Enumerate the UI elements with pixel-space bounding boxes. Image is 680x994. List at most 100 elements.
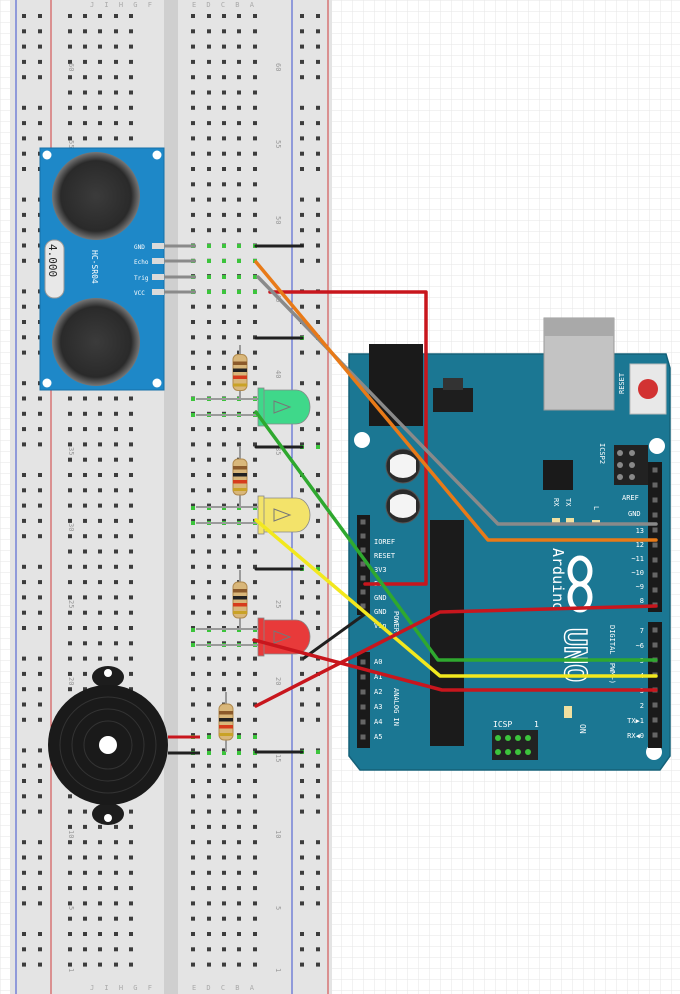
arduino-model-label: UNO bbox=[557, 628, 592, 682]
breadboard-hole bbox=[253, 427, 257, 432]
breadboard-hole bbox=[207, 518, 211, 523]
sensor-pin-label: VCC bbox=[134, 290, 145, 297]
breadboard-hole bbox=[191, 763, 195, 768]
reset-button[interactable] bbox=[638, 379, 658, 399]
icsp-pin bbox=[495, 735, 501, 741]
breadboard-hole bbox=[253, 121, 257, 126]
rail-hole bbox=[38, 411, 42, 416]
rail-hole bbox=[22, 947, 26, 952]
analog-pin-label: A3 bbox=[374, 703, 382, 711]
breadboard-hole bbox=[129, 136, 133, 141]
rail-hole bbox=[22, 488, 26, 493]
rail-hole bbox=[38, 809, 42, 814]
breadboard-hole bbox=[253, 442, 257, 447]
resistor-band bbox=[233, 375, 247, 379]
breadboard-hole bbox=[68, 947, 72, 952]
breadboard-hole bbox=[191, 75, 195, 80]
rail-hole bbox=[38, 947, 42, 952]
breadboard-hole bbox=[253, 840, 257, 845]
breadboard-hole bbox=[114, 564, 118, 569]
breadboard-hole bbox=[253, 75, 257, 80]
breadboard-hole bbox=[237, 335, 241, 340]
sensor-pin bbox=[152, 243, 164, 249]
breadboard-hole bbox=[191, 794, 195, 799]
rail-hole bbox=[22, 932, 26, 936]
breadboard-hole bbox=[191, 886, 195, 891]
breadboard-hole bbox=[68, 916, 72, 921]
breadboard-hole bbox=[129, 840, 133, 845]
breadboard-hole bbox=[237, 182, 241, 187]
occupied-rail-hole bbox=[316, 567, 320, 571]
breadboard-hole bbox=[129, 870, 133, 875]
rail-hole bbox=[22, 518, 26, 523]
digital-pin-label: 7 bbox=[640, 627, 644, 635]
power-header-pin bbox=[360, 547, 366, 553]
rail-hole bbox=[316, 167, 320, 171]
occupied-hole bbox=[191, 506, 195, 510]
breadboard-hole bbox=[237, 14, 241, 18]
usb-connector-top bbox=[544, 318, 614, 336]
icsp2-pin bbox=[617, 474, 623, 480]
resistor-band bbox=[233, 383, 247, 387]
breadboard-hole bbox=[83, 75, 87, 80]
rail-hole bbox=[316, 304, 320, 309]
breadboard-hole bbox=[191, 350, 195, 355]
breadboard-hole bbox=[191, 167, 195, 171]
rail-hole bbox=[22, 289, 26, 294]
breadboard-hole bbox=[253, 671, 257, 676]
rail-hole bbox=[38, 626, 42, 630]
breadboard-hole bbox=[114, 488, 118, 493]
rail-hole bbox=[22, 44, 26, 49]
breadboard-hole bbox=[191, 457, 195, 462]
breadboard-hole bbox=[207, 962, 211, 967]
sensor-hole-bl bbox=[42, 378, 52, 388]
breadboard-hole bbox=[114, 473, 118, 477]
rail-hole bbox=[38, 840, 42, 845]
rail-hole bbox=[22, 809, 26, 814]
breadboard-hole bbox=[222, 365, 226, 370]
breadboard-hole bbox=[129, 29, 133, 34]
rail-hole bbox=[300, 304, 304, 309]
breadboard-hole bbox=[222, 320, 226, 324]
rail-hole bbox=[22, 243, 26, 248]
breadboard-hole bbox=[114, 901, 118, 906]
rail-hole bbox=[38, 518, 42, 523]
rail-hole bbox=[300, 136, 304, 141]
breadboard-hole bbox=[83, 824, 87, 829]
rail-hole bbox=[300, 702, 304, 707]
digital-header-pin bbox=[652, 702, 658, 708]
wire-5v-red bbox=[268, 290, 428, 586]
rail-hole bbox=[38, 962, 42, 967]
rail-hole bbox=[316, 197, 320, 202]
icsp2-pin bbox=[617, 450, 623, 456]
buzzer-ring-1 bbox=[59, 696, 157, 794]
breadboard-hole bbox=[83, 809, 87, 814]
sensor-pin bbox=[152, 258, 164, 264]
rail-hole bbox=[300, 29, 304, 34]
breadboard-hole bbox=[207, 59, 211, 64]
rail-hole bbox=[22, 840, 26, 845]
breadboard-hole bbox=[129, 580, 133, 585]
power-header-pin bbox=[360, 589, 366, 595]
rail-hole bbox=[38, 610, 42, 615]
breadboard-hole bbox=[207, 886, 211, 891]
occupied-hole bbox=[222, 751, 226, 755]
rail-hole bbox=[300, 75, 304, 80]
sensor-hole-tr bbox=[152, 150, 162, 160]
breadboard-hole bbox=[83, 671, 87, 676]
occupied-hole bbox=[237, 735, 241, 739]
breadboard-hole bbox=[98, 656, 102, 661]
breadboard-hole bbox=[207, 824, 211, 829]
buzzer-tab-hole-bottom bbox=[104, 814, 112, 822]
rail-hole bbox=[300, 580, 304, 585]
power-pin-label: GND bbox=[374, 608, 387, 616]
breadboard-hole bbox=[237, 916, 241, 921]
sensor-transducer-top bbox=[52, 152, 140, 240]
breadboard-hole bbox=[68, 457, 72, 462]
icsp-pin bbox=[495, 749, 501, 755]
breadboard-hole bbox=[191, 671, 195, 676]
breadboard-hole bbox=[98, 503, 102, 508]
rail-hole bbox=[316, 59, 320, 64]
breadboard-hole bbox=[114, 534, 118, 539]
breadboard-hole bbox=[237, 534, 241, 539]
